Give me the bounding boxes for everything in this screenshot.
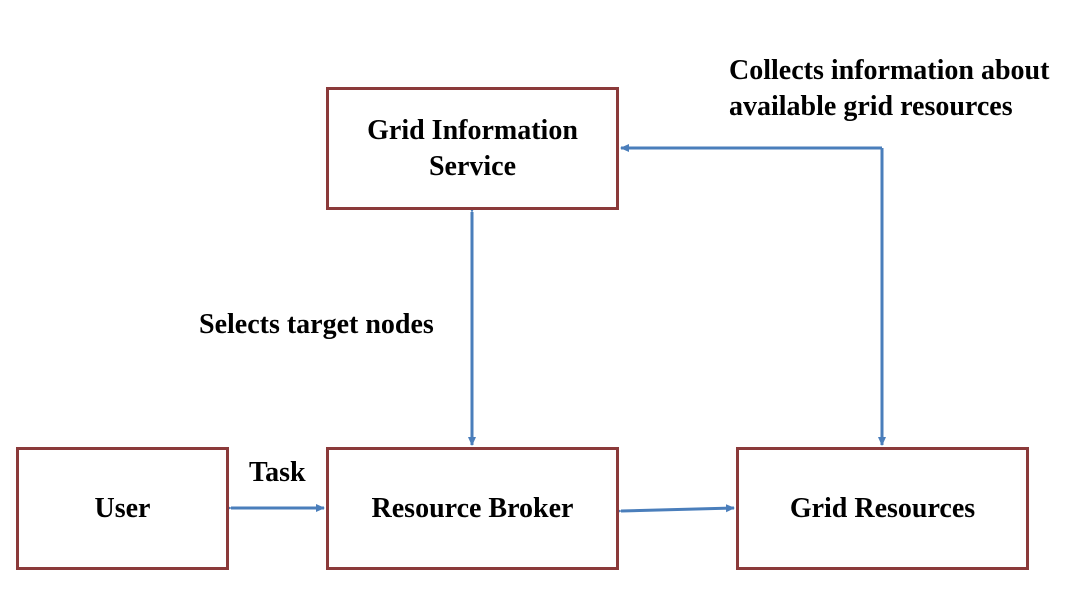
grid-information-service-box: Grid Information Service [326, 87, 619, 210]
resource-broker-label: Resource Broker [371, 492, 574, 524]
collects-information-label: Collects information about available gri… [729, 55, 1050, 122]
selects-target-nodes-label: Selects target nodes [199, 309, 434, 340]
arrow-broker-resources [612, 504, 735, 516]
user-box: User [16, 447, 229, 570]
resource-broker-box: Resource Broker [326, 447, 619, 570]
grid-information-service-label: Grid Information Service [367, 114, 578, 182]
task-label: Task [249, 457, 306, 488]
grid-resources-label: Grid Resources [789, 492, 976, 524]
user-label: User [94, 492, 151, 524]
grid-resources-box: Grid Resources [736, 447, 1029, 570]
